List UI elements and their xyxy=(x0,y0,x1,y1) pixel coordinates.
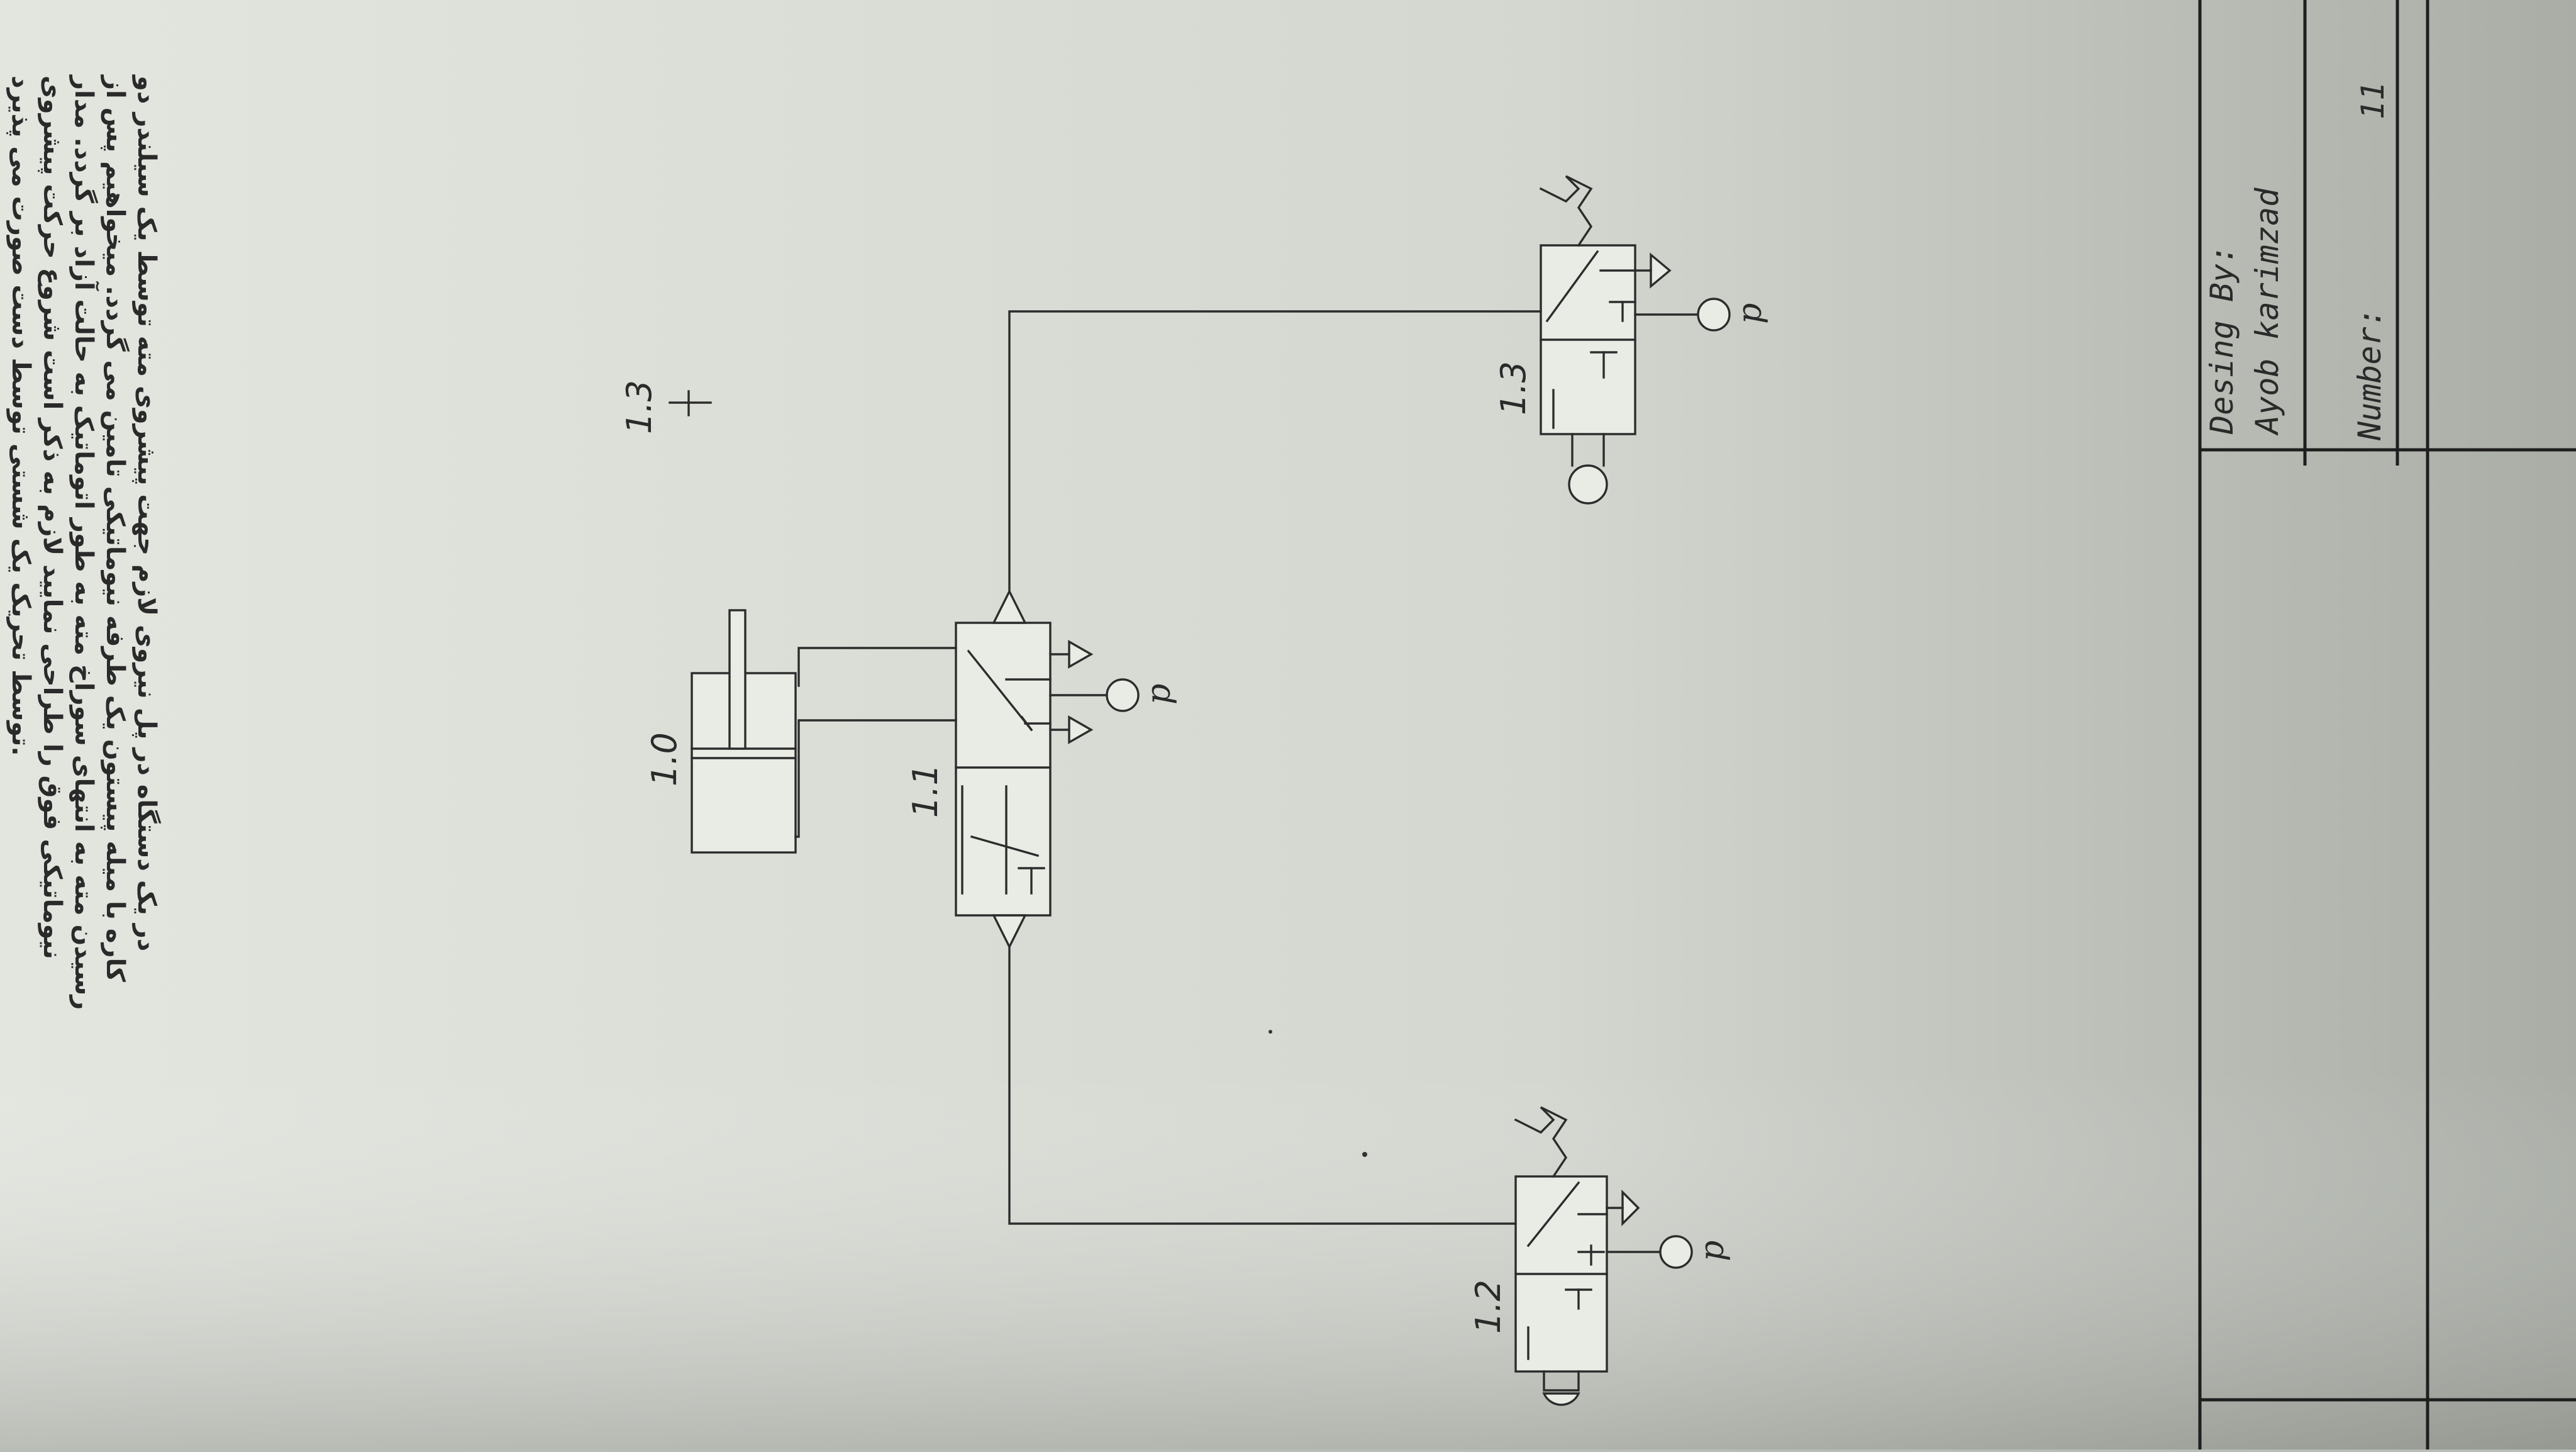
signal-line-button-to-main xyxy=(1008,946,1517,1225)
main-valve-label: 1.1 xyxy=(906,764,945,818)
push-button-valve-3-2: p 1.2 xyxy=(1468,1106,1731,1406)
problem-line-4: نیوماتیکی فوق را طراحی نمایید لازم به ذک… xyxy=(38,75,67,959)
paper-shadow xyxy=(0,1069,2576,1449)
limit-valve-label: 1.3 xyxy=(1494,361,1533,415)
limit-marker-label: 1.3 xyxy=(619,380,659,434)
cylinder-label: 1.0 xyxy=(645,732,684,786)
drawing-frame xyxy=(2198,0,2576,1449)
limit-valve-3-2: p 1.3 xyxy=(1494,175,1769,505)
signal-lines xyxy=(1008,310,1542,1225)
number-label: Number: xyxy=(2351,308,2388,441)
push-button-valve-spring xyxy=(1514,1106,1568,1178)
main-valve-pilot-top xyxy=(992,589,1027,624)
limit-valve-roller xyxy=(1568,464,1608,505)
speck xyxy=(1269,1030,1272,1034)
problem-line-2: کاره با میله پیستون یک طرفه نیوماتیکی تا… xyxy=(101,74,130,983)
limit-marker: 1.3 xyxy=(619,380,712,434)
problem-statement: در یک دستگاه در پل نیروی لازم جهت پیشروی… xyxy=(6,74,162,1010)
push-button-head xyxy=(1542,1392,1580,1406)
push-button-valve-label: 1.2 xyxy=(1468,1280,1508,1334)
title-block: Desing By: Ayob karimzad Number: 11 xyxy=(2198,0,2399,472)
double-acting-cylinder: 1.0 xyxy=(645,609,797,854)
main-valve-body xyxy=(955,622,1052,917)
limit-valve-pressure-source xyxy=(1697,298,1731,332)
main-valve-pilot-bottom xyxy=(992,914,1027,949)
main-valve-pressure-source xyxy=(1106,678,1140,712)
limit-valve-spring xyxy=(1539,175,1593,247)
cylinder-lines xyxy=(794,647,957,838)
push-button-valve-pressure-source xyxy=(1659,1235,1693,1269)
limit-valve-pressure-label: p xyxy=(1731,303,1769,324)
designed-by-label: Desing By: xyxy=(2204,245,2240,435)
main-valve-pressure-label: p xyxy=(1140,684,1178,705)
signal-line-limit-to-main xyxy=(1008,310,1542,593)
push-button-stem xyxy=(1543,1370,1580,1392)
push-button-valve-pressure-label: p xyxy=(1694,1241,1731,1261)
designer-name: Ayob karimzad xyxy=(2249,187,2285,436)
main-valve-5-2: 1.1 p xyxy=(906,589,1178,949)
problem-line-3: رسیدن مته به انتهای سوراخ مته به طور اتو… xyxy=(69,74,100,1010)
problem-line-1: در یک دستگاه در پل نیروی لازم جهت پیشروی… xyxy=(132,74,162,951)
speck xyxy=(1362,1152,1367,1157)
problem-line-5: توسط تحریک یک شستی توسط دست صورت می پذیر… xyxy=(6,75,35,756)
piston-rod xyxy=(728,609,747,750)
drawing-number: 11 xyxy=(2355,82,2391,120)
